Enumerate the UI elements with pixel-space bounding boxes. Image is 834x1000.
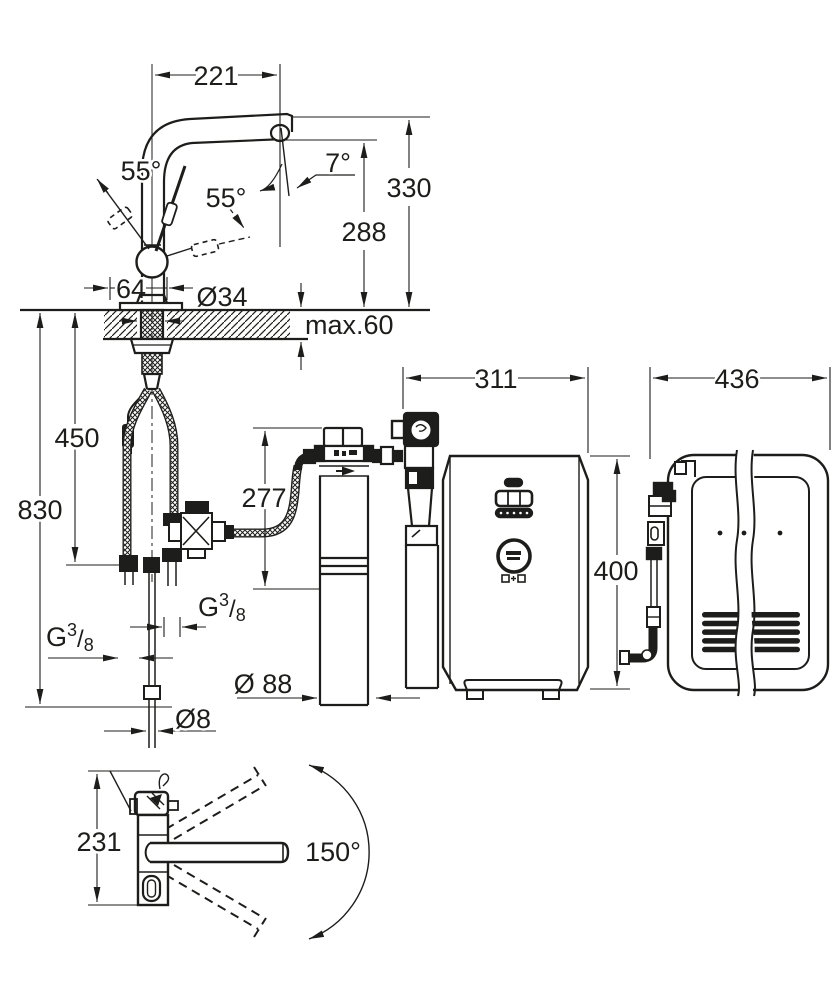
top-view: 231 150°	[74, 764, 370, 940]
front-view: 221 330 288 55° 55° 7° 64 Ø34 max.60	[84, 59, 434, 582]
dim-handle-angle-left: 55°	[121, 156, 162, 186]
under-counter-section: 450 830 G3/8 G3/8 Ø8	[15, 313, 303, 748]
dim-max-counter: max.60	[305, 310, 394, 340]
dim-outlet-height: 288	[341, 217, 386, 247]
dim-clearance-height: 830	[17, 495, 62, 525]
dim-thread-right: G3/8	[198, 590, 246, 625]
cooler-front-view: 311 400	[402, 362, 641, 700]
dim-pipe-diameter: Ø8	[175, 704, 211, 734]
dim-spout-reach: 221	[193, 61, 238, 91]
dim-hose-length: 450	[54, 423, 99, 453]
cooler-side-view: 436	[619, 362, 831, 697]
filter-cartridge: 277 Ø 88	[231, 426, 420, 707]
dim-topview-height: 231	[76, 827, 121, 857]
dim-thread-left: G3/8	[46, 620, 94, 655]
co2-bottle-regulator	[390, 411, 440, 690]
dim-swivel-angle: 150°	[305, 837, 361, 867]
dim-handle-angle-right: 55°	[206, 183, 247, 213]
dim-filter-diameter: Ø 88	[234, 669, 293, 699]
dim-cooler-width: 311	[474, 364, 517, 394]
dim-filter-height: 277	[241, 483, 286, 513]
dim-total-height: 330	[386, 173, 431, 203]
dim-cooler-height: 400	[593, 556, 638, 586]
dim-outlet-angle: 7°	[325, 148, 351, 178]
mounting-section	[20, 293, 430, 391]
braided-hoses	[122, 387, 303, 556]
dim-cooler-depth: 436	[714, 364, 759, 394]
dim-hole-diameter: Ø34	[196, 282, 247, 312]
dim-handle-offset: 64	[116, 274, 146, 304]
